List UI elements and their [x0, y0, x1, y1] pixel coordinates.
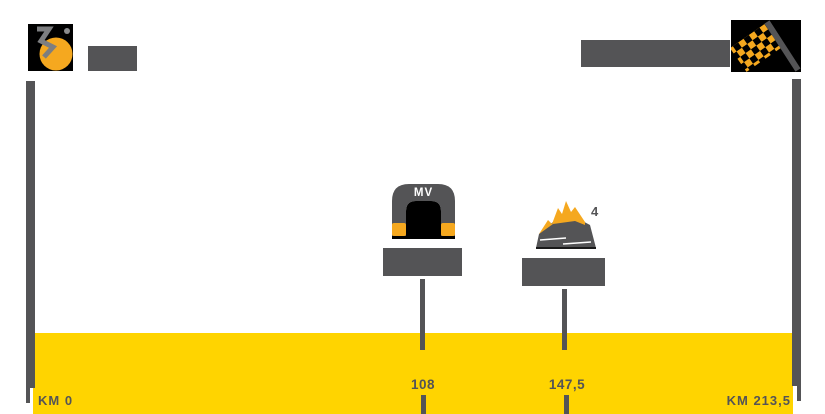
- climb-km-label: 147,5: [548, 377, 586, 392]
- start-frame-bar: [26, 81, 35, 388]
- sprint-arch-label: MV: [414, 187, 433, 199]
- finish-frame-bar-tail: [797, 386, 801, 401]
- start-frame-bar-tail: [26, 388, 30, 403]
- mountain-icon-svg: 4: [536, 201, 599, 249]
- sprint-arch-icon-svg: MV: [392, 184, 455, 239]
- finish-label-box: [581, 40, 730, 67]
- finish-frame-bar: [792, 79, 801, 386]
- sprint-km-tick: [421, 395, 426, 414]
- climb-label-box: [522, 258, 605, 286]
- sprint-connector-line: [420, 279, 425, 350]
- climb-connector-line: [562, 289, 567, 350]
- elevation-profile-band: [33, 333, 793, 414]
- climb-km-tick: [564, 395, 569, 414]
- start-label-box: [88, 46, 137, 71]
- finish-km-label: KM 213,5: [726, 393, 791, 408]
- start-km-label: KM 0: [38, 393, 74, 408]
- mountain-icon: 4: [533, 196, 599, 252]
- sprint-label-box: [383, 248, 462, 276]
- finish-flag-icon: [731, 20, 801, 72]
- sprint-km-label: 108: [410, 377, 436, 392]
- start-cyclist-icon: [28, 24, 73, 71]
- climb-category-label: 4: [591, 204, 599, 219]
- start-cyclist-icon-svg: [28, 24, 73, 71]
- finish-flag-icon-svg: [731, 20, 801, 72]
- sprint-arch-icon: MV: [390, 181, 457, 239]
